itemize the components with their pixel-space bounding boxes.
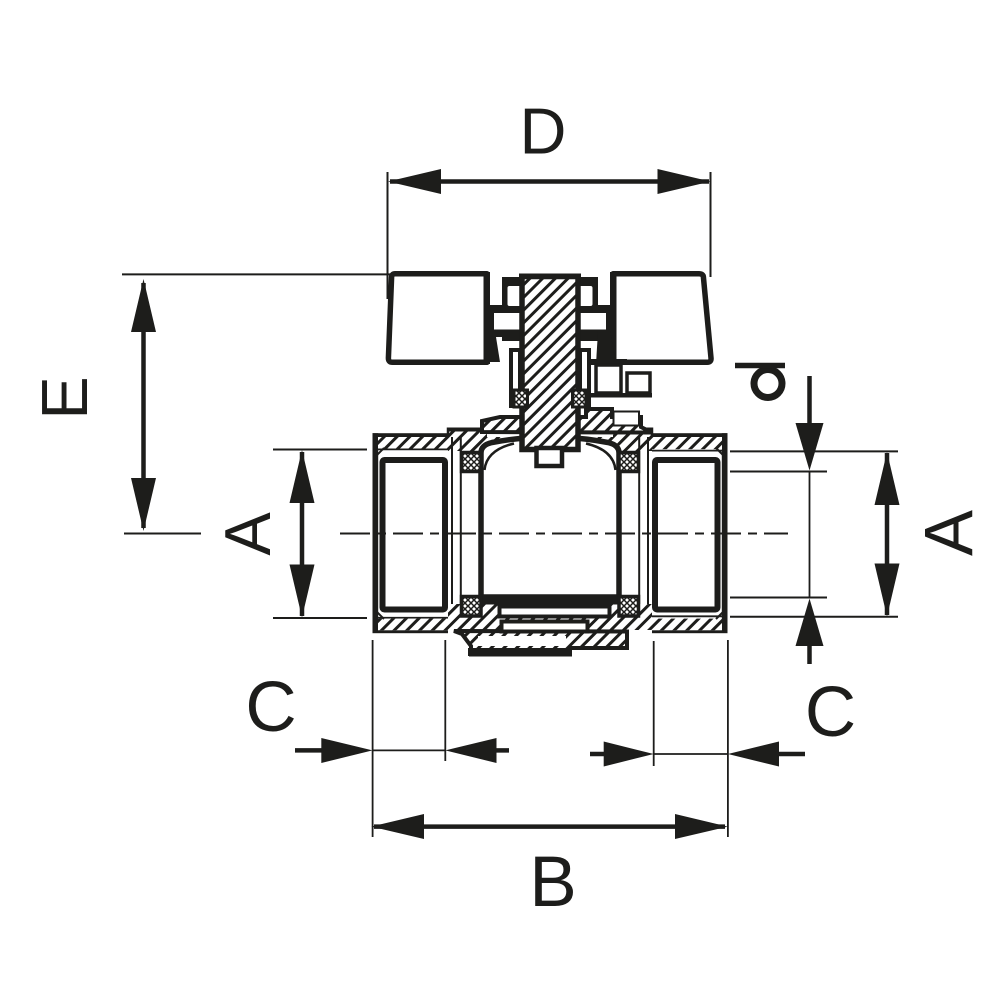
svg-text:B: B [529, 843, 576, 922]
svg-text:E: E [28, 376, 101, 419]
svg-text:A: A [211, 512, 284, 556]
svg-text:D: D [520, 95, 567, 168]
svg-text:A: A [911, 510, 988, 556]
svg-text:C: C [245, 668, 296, 747]
svg-text:C: C [805, 673, 856, 752]
